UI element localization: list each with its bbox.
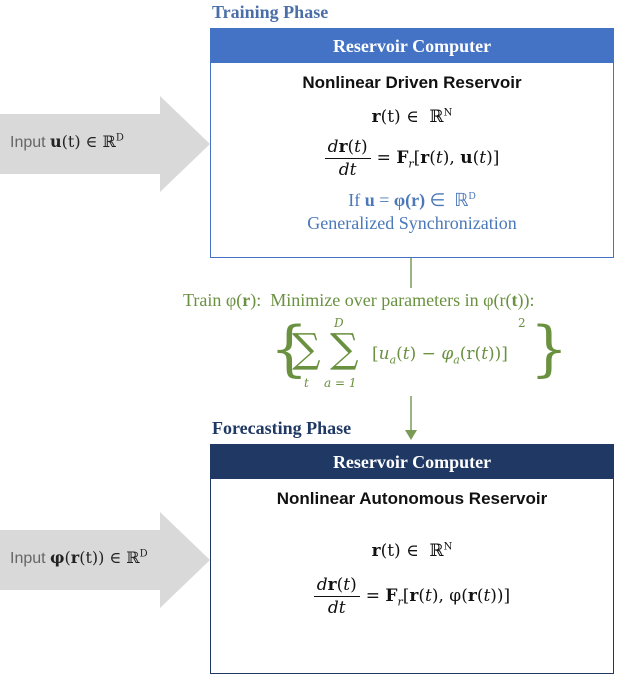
forecast-box-header: Reservoir Computer (211, 445, 613, 479)
training-box-header: Reservoir Computer (211, 29, 613, 63)
training-input-arrow (0, 96, 210, 192)
training-state-equation: r(t) ∈ ℝN (371, 107, 453, 127)
objective-formula: { ∑ t ∑ D a = 1 [ua(t) − φa(r(t))] 2 } (270, 314, 569, 390)
forecast-state-equation: r(t) ∈ ℝN (371, 541, 453, 561)
training-reservoir-box: Reservoir Computer Nonlinear Driven Rese… (210, 28, 614, 258)
training-connector-line (410, 258, 412, 288)
generalized-synchronization-label: Generalized Synchronization (307, 213, 517, 233)
training-box-subtitle: Nonlinear Driven Reservoir (302, 73, 522, 92)
forecast-box-subtitle: Nonlinear Autonomous Reservoir (276, 489, 548, 508)
train-step-text: Train φ(r): Minimize over parameters in … (183, 290, 535, 310)
forecast-ode: dr(t)dt= Fr[r(t), φ(r(t))] (211, 575, 613, 618)
forecast-reservoir-box: Reservoir Computer Nonlinear Autonomous … (210, 444, 614, 674)
forecast-input-arrow (0, 512, 210, 608)
training-input-label: Input u(t) ∈ ℝD (10, 132, 124, 151)
training-ode: dr(t)dt= Fr[r(t), u(t)] (211, 137, 613, 180)
training-phase-title: Training Phase (212, 2, 329, 22)
forecasting-phase-title: Forecasting Phase (212, 418, 352, 438)
training-condition: If u = φ(r) ∈ ℝD (348, 190, 476, 210)
forecast-input-label: Input φ(r(t)) ∈ ℝD (10, 548, 148, 567)
down-arrow (405, 396, 417, 440)
